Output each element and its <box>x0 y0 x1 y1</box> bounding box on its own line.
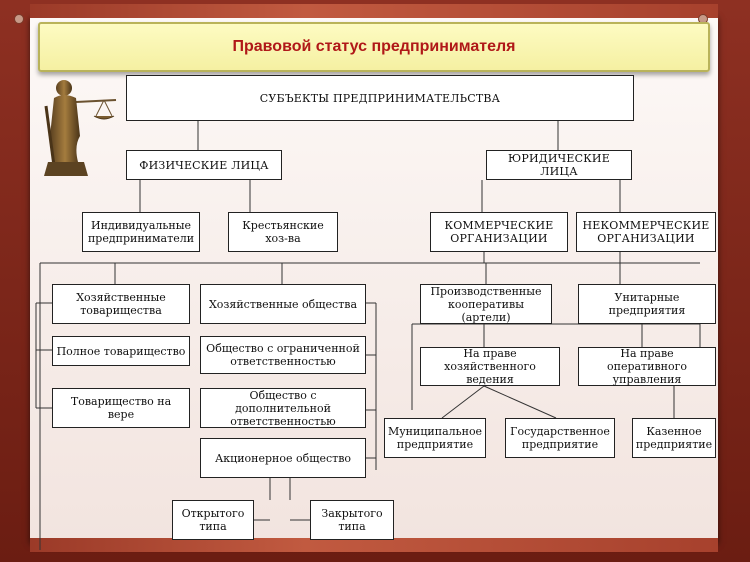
node-legal-entities: ЮРИДИЧЕСКИЕ ЛИЦА <box>486 150 632 180</box>
node-operative-management: На праве оперативного управления <box>578 347 716 386</box>
node-unitary-enterprises: Унитарные предприятия <box>578 284 716 324</box>
node-business-societies: Хозяйственные общества <box>200 284 366 324</box>
bottom-decorative-band <box>30 538 718 552</box>
node-full-partnership: Полное товарищество <box>52 336 190 366</box>
node-economic-management: На праве хозяйственного ведения <box>420 347 560 386</box>
top-decorative-band <box>30 4 718 18</box>
node-individual-entrepreneurs: Индивидуальные предприниматели <box>82 212 200 252</box>
node-noncommercial-organizations: НЕКОММЕРЧЕСКИЕ ОРГАНИЗАЦИИ <box>576 212 716 252</box>
title-bar: Правовой статус предпринимателя <box>38 22 710 72</box>
node-state-enterprise: Государственное предприятие <box>505 418 615 458</box>
node-municipal-enterprise: Муниципальное предприятие <box>384 418 486 458</box>
themis-statue-illustration <box>44 80 117 176</box>
corner-pin <box>14 14 24 24</box>
node-entrepreneurship-subjects: СУБЪЕКТЫ ПРЕДПРИНИМАТЕЛЬСТВА <box>126 75 634 121</box>
node-llc: Общество с ограниченной ответственностью <box>200 336 366 374</box>
node-treasury-enterprise: Казенное предприятие <box>632 418 716 458</box>
node-joint-stock-company: Акционерное общество <box>200 438 366 478</box>
node-limited-partnership: Товарищество на вере <box>52 388 190 428</box>
node-additional-liability-company: Общество с дополнительной ответственност… <box>200 388 366 428</box>
node-closed-type: Закрытого типа <box>310 500 394 540</box>
node-open-type: Открытого типа <box>172 500 254 540</box>
node-production-cooperatives: Производственные кооперативы (артели) <box>420 284 552 324</box>
node-natural-persons: ФИЗИЧЕСКИЕ ЛИЦА <box>126 150 282 180</box>
node-commercial-organizations: КОММЕРЧЕСКИЕ ОРГАНИЗАЦИИ <box>430 212 568 252</box>
page-title: Правовой статус предпринимателя <box>232 38 516 55</box>
node-business-partnerships: Хозяйственные товарищества <box>52 284 190 324</box>
node-peasant-farms: Крестьянские хоз-ва <box>228 212 338 252</box>
